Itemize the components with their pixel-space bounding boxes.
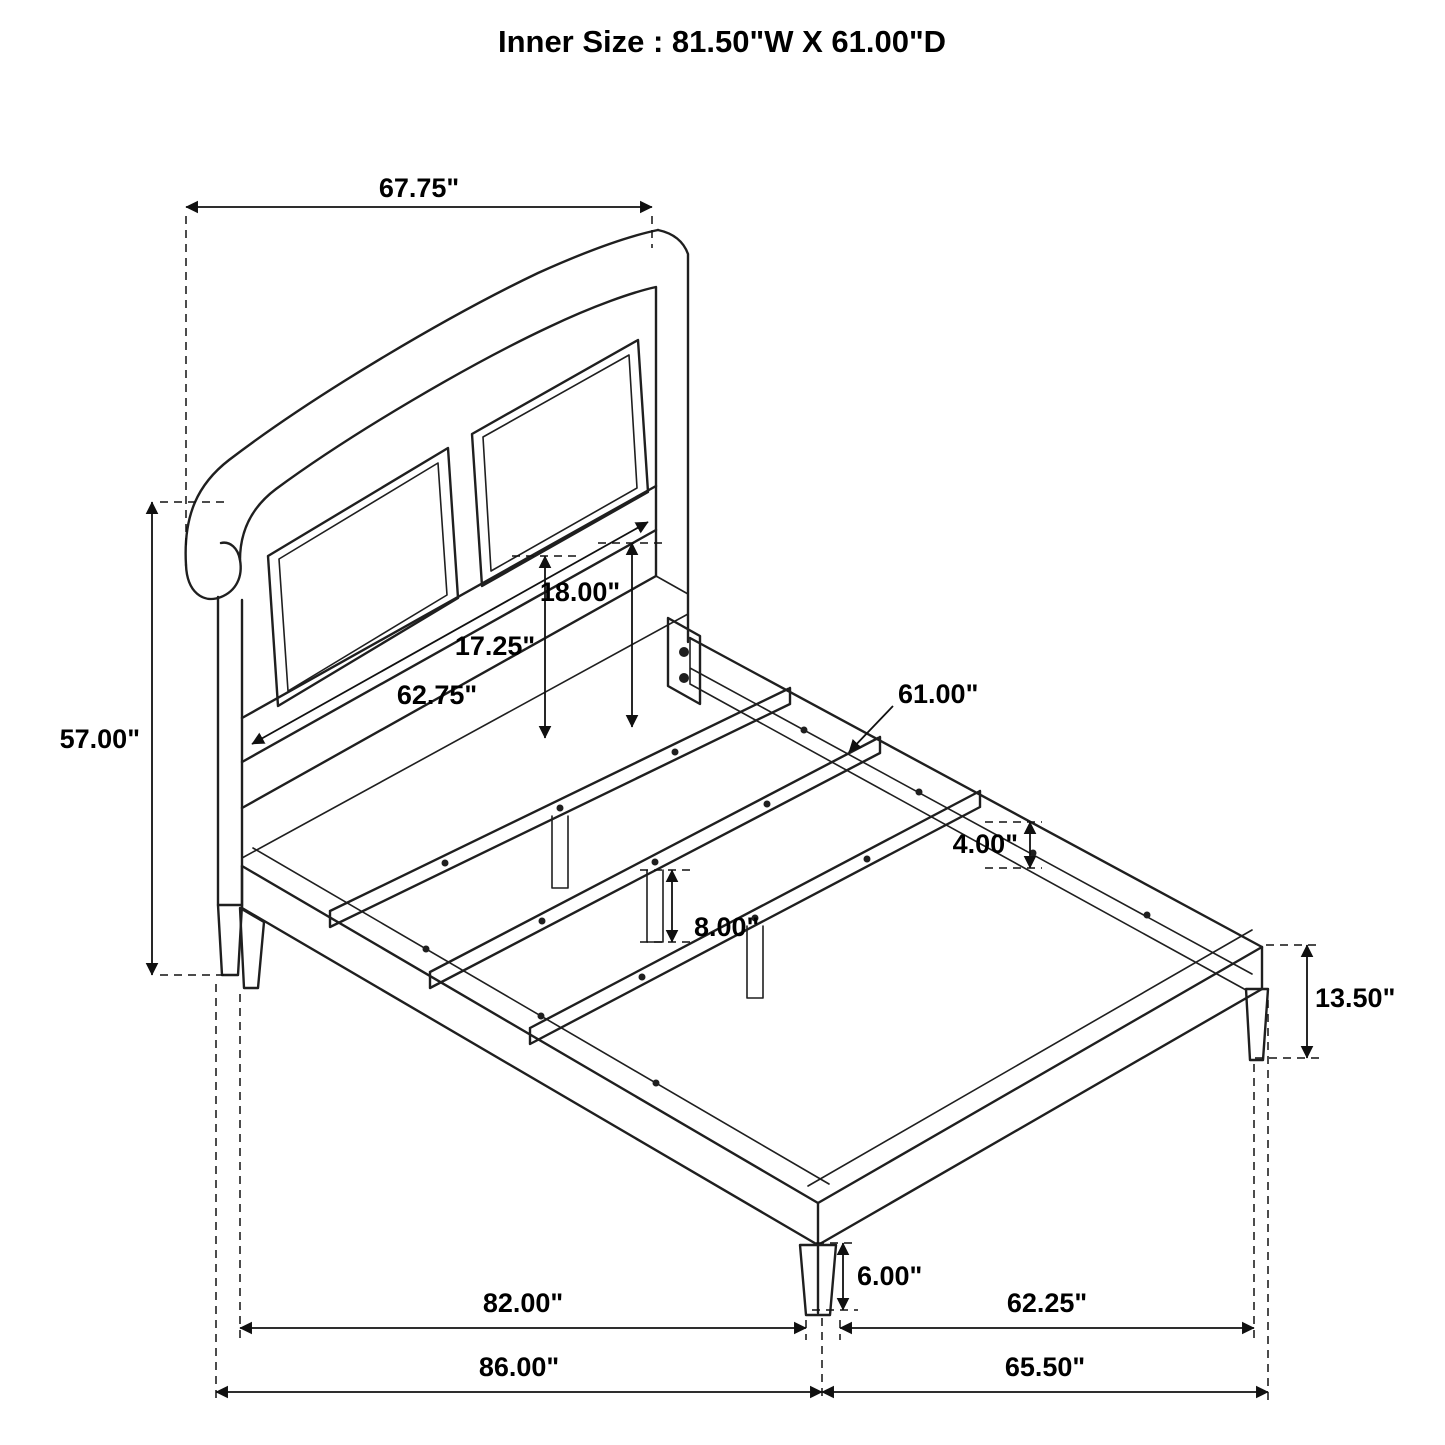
dim-footboard-width: 62.25" <box>839 1064 1255 1340</box>
headboard-left-post <box>216 595 244 907</box>
dim-headboard-width: 67.75" <box>185 173 653 545</box>
headboard-panel-left-outer <box>266 446 460 708</box>
rail-end-caps <box>240 864 1264 1247</box>
dim-headboard-height-label: 57.00" <box>60 724 140 754</box>
headboard-top-inner-curve <box>238 285 658 578</box>
right-rail-inner-face <box>689 637 1253 991</box>
dim-rail-length-label: 82.00" <box>483 1288 563 1318</box>
dim-slat-length-label: 61.00" <box>898 679 978 709</box>
slat-1 <box>328 686 792 929</box>
headboard-left-post-foot <box>216 903 244 977</box>
rail-front-faces-bottom <box>240 906 1264 1247</box>
dim-headboard-clearance-label: 18.00" <box>540 577 620 607</box>
screw-dots <box>422 726 1151 1087</box>
dim-footboard-height: 13.50" <box>1255 944 1395 1059</box>
bracket-bolt-top <box>679 647 689 657</box>
front-left-leg <box>238 906 266 990</box>
dimension-annotations: 67.75" 57.00" 62.75" 17.25" 18.00" 61.00… <box>60 173 1395 1402</box>
dim-rail-height-label: 4.00" <box>953 829 1018 859</box>
dim-overall-width-label: 65.50" <box>1005 1352 1085 1382</box>
dim-headboard-height: 57.00" <box>60 501 228 976</box>
headboard-post-bottom-tick <box>655 575 689 595</box>
bed-drawing <box>184 228 1270 1317</box>
dim-leg-height-label: 6.00" <box>857 1261 922 1291</box>
slat-3 <box>528 789 982 1046</box>
dim-panel-height-label: 17.25" <box>455 631 535 661</box>
slat-2-support-foot <box>646 869 664 943</box>
dim-rail-length: 82.00" <box>239 994 807 1340</box>
headboard-top-outer-curve <box>184 228 660 567</box>
dim-center-support-height-label: 8.00" <box>694 912 759 942</box>
dim-headboard-inner-width: 62.75" <box>251 521 649 745</box>
bracket-bolt-bottom <box>679 673 689 683</box>
dim-footboard-height-label: 13.50" <box>1315 983 1395 1013</box>
headboard-scroll <box>184 541 242 601</box>
dim-overall-width: 65.50" <box>821 1000 1269 1402</box>
front-corner-leg <box>798 1243 838 1317</box>
rail-bracket <box>666 616 702 706</box>
foot-rail-inner-edge <box>807 929 1253 1187</box>
slat-1-support-foot <box>551 815 569 889</box>
page-title: Inner Size : 81.50"W X 61.00"D <box>498 24 946 59</box>
headboard-right-post-outer <box>656 228 690 644</box>
dim-headboard-width-label: 67.75" <box>379 173 459 203</box>
dim-center-support-height: 8.00" <box>640 869 759 943</box>
dim-rail-height: 4.00" <box>953 821 1042 869</box>
dim-leg-height: 6.00" <box>812 1242 922 1311</box>
slat-3-support-foot <box>746 925 764 999</box>
dim-panel-height: 17.25" <box>455 555 582 739</box>
dim-slat-length: 61.00" <box>848 679 978 753</box>
dim-footboard-width-label: 62.25" <box>1007 1288 1087 1318</box>
dim-headboard-clearance: 18.00" <box>540 542 668 728</box>
right-corner-leg <box>1244 987 1270 1062</box>
headboard-panel-left-inner <box>278 462 448 692</box>
legs <box>238 906 1270 1317</box>
dim-overall-length-label: 86.00" <box>479 1352 559 1382</box>
dim-headboard-inner-width-label: 62.75" <box>397 680 477 710</box>
